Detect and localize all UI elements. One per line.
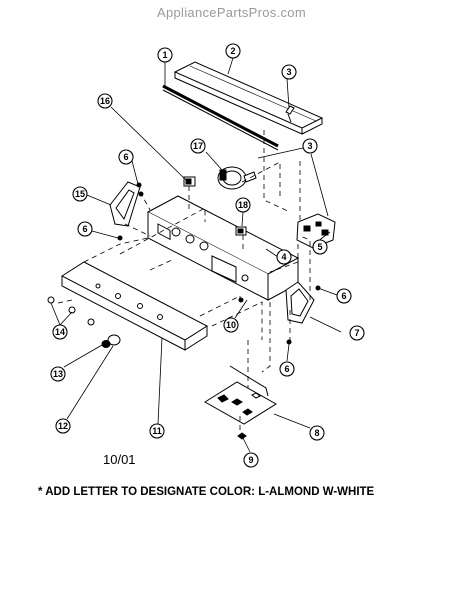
callout-label: 11: [152, 426, 162, 436]
callout-10: [223, 317, 239, 333]
callout-3b: [302, 138, 318, 154]
callout-11: [149, 423, 165, 439]
part-bottom-screw: [237, 432, 247, 440]
callout-label: 10: [226, 320, 236, 330]
watermark: AppliancePartsPros.com: [157, 5, 306, 20]
part-control-block: [296, 213, 336, 249]
callout-label: 8: [314, 428, 319, 438]
callout-label: 16: [100, 96, 110, 106]
date-code: 10/01: [103, 452, 136, 467]
callout-2: [225, 43, 241, 59]
part-front-panel: [61, 261, 208, 351]
callout-label: 13: [53, 369, 63, 379]
callout-label: 9: [248, 455, 253, 465]
callout-9: [243, 452, 259, 468]
part-circuit-board: [204, 365, 277, 425]
callout-5: [312, 239, 328, 255]
callout-label: 4: [281, 252, 286, 262]
part-knobs: [47, 296, 95, 326]
callout-8: [309, 425, 325, 441]
part-knob-small: [235, 226, 247, 236]
callout-label: 15: [75, 189, 85, 199]
callout-15: [72, 186, 88, 202]
part-trim-strip: [173, 61, 324, 135]
callout-label: 17: [193, 141, 203, 151]
callout-17: [190, 138, 206, 154]
callout-label: 14: [55, 327, 65, 337]
callout-1: [157, 47, 173, 63]
callout-label: 1: [162, 50, 167, 60]
callout-label: 12: [58, 421, 68, 431]
callout-label: 6: [123, 152, 128, 162]
callout-13: [50, 366, 66, 382]
part-screws: [117, 182, 321, 345]
callout-7: [349, 325, 365, 341]
callout-6b: [77, 221, 93, 237]
callout-14: [52, 324, 68, 340]
callout-label: 7: [354, 328, 359, 338]
callout-label: 3: [307, 141, 312, 151]
part-timer: [217, 166, 257, 190]
part-switch: [183, 176, 196, 187]
callout-label: 18: [238, 200, 248, 210]
callout-numbers: 1 2 3 3 16 17 6 15 18 6 5 4 6 10 7 14 13…: [53, 46, 360, 465]
color-footnote: * ADD LETTER TO DESIGNATE COLOR: L-ALMON…: [38, 486, 375, 498]
part-right-bracket: [285, 281, 315, 324]
callout-6a: [118, 149, 134, 165]
callout-bubbles: [50, 43, 365, 468]
callout-6d: [279, 361, 295, 377]
callout-3a: [281, 64, 297, 80]
callout-18: [235, 197, 251, 213]
part-dial-knob: [101, 334, 121, 348]
leader-lines: [50, 57, 342, 453]
callout-label: 6: [284, 364, 289, 374]
callout-label: 2: [230, 46, 235, 56]
callout-label: 6: [341, 291, 346, 301]
callout-label: 5: [317, 242, 322, 252]
part-console-panel: [146, 195, 300, 301]
callout-label: 3: [286, 67, 291, 77]
callout-6c: [336, 288, 352, 304]
part-left-bracket: [109, 181, 141, 227]
part-long-bar: [162, 84, 279, 151]
callout-label: 6: [82, 224, 87, 234]
callout-12: [55, 418, 71, 434]
callout-4: [276, 249, 292, 265]
callout-16: [97, 93, 113, 109]
